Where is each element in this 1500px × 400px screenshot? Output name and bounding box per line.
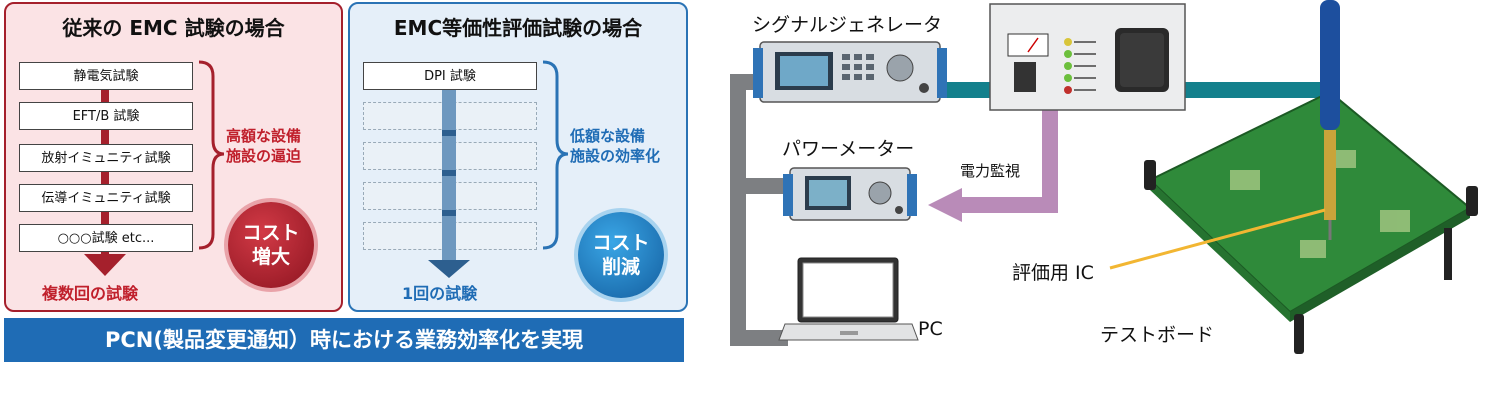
power-monitor-label: 電力監視	[960, 162, 1021, 180]
signal-generator-device	[753, 41, 947, 103]
conventional-result-label: 複数回の試験	[42, 284, 139, 303]
standoff-left	[1144, 160, 1156, 190]
amplifier-rack	[989, 3, 1186, 111]
power-monitor-arrow-line	[960, 110, 1058, 213]
cost-reduction-badge: コスト 削減	[578, 212, 664, 298]
equivalence-brace	[542, 60, 569, 250]
probe-cable	[1320, 0, 1340, 130]
power-meter-device	[783, 167, 917, 221]
test-item-conducted: 伝導イミュニティ試験	[19, 184, 193, 212]
equivalence-panel: EMC等価性評価試験の場合 DPI 試験 低額な設備 施設の効率化 コスト 削減…	[348, 2, 688, 312]
pc-laptop	[778, 257, 919, 341]
test-item-dpi: DPI 試験	[363, 62, 537, 90]
pc-label: PC	[918, 318, 943, 340]
equivalence-result-label: 1回の試験	[402, 284, 478, 303]
pcn-banner: PCN(製品変更通知）時における業務効率化を実現	[4, 318, 684, 362]
conventional-panel-title: 従来の EMC 試験の場合	[62, 16, 285, 40]
test-board	[1144, 0, 1478, 354]
equivalence-brace-label: 低額な設備 施設の効率化	[570, 127, 661, 165]
probe-tip	[1324, 130, 1336, 220]
power-meter-label: パワーメーター	[782, 138, 915, 160]
teal-cable-2	[1185, 82, 1338, 180]
teal-arrow-to-ic	[1305, 178, 1355, 205]
signal-generator-label: シグナルジェネレータ	[752, 14, 943, 36]
cost-increase-badge: コスト 増大	[228, 202, 314, 288]
equivalence-down-arrow	[428, 260, 470, 278]
ic-label: 評価用 IC	[1012, 262, 1094, 284]
power-monitor-arrowhead	[928, 188, 962, 222]
test-board-label: テストボード	[1100, 324, 1215, 346]
conventional-emc-panel: 従来の EMC 試験の場合 静電気試験 EFT/B 試験 放射イミュニティ試験 …	[4, 2, 343, 312]
gray-cable	[730, 74, 788, 346]
standoff-right	[1466, 186, 1478, 216]
equivalence-panel-title: EMC等価性評価試験の場合	[393, 16, 643, 40]
test-item-esd: 静電気試験	[19, 62, 193, 90]
conventional-down-arrow	[84, 254, 126, 276]
test-item-radiated: 放射イミュニティ試験	[19, 144, 193, 172]
ic-pointer-line	[1109, 208, 1326, 270]
equivalence-flow-graphics	[428, 60, 569, 278]
conventional-brace	[198, 60, 225, 250]
test-item-other: ○○○試験 etc...	[19, 224, 193, 252]
standoff-front	[1294, 314, 1304, 354]
test-item-eft: EFT/B 試験	[19, 102, 193, 130]
conventional-brace-label: 高額な設備 施設の逼迫	[226, 127, 302, 165]
